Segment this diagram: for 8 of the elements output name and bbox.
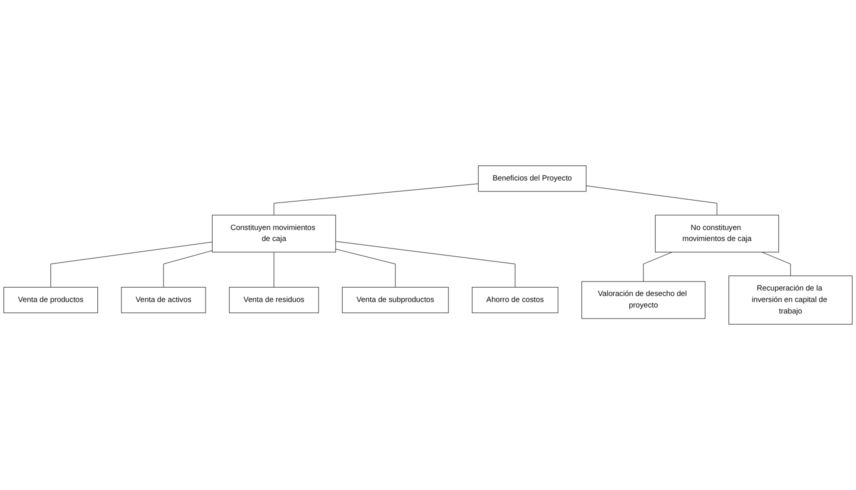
connector: [274, 183, 479, 216]
connector: [586, 186, 718, 216]
connector: [335, 248, 396, 288]
connector: [50, 242, 212, 288]
connector: [762, 252, 791, 276]
connector: [643, 252, 672, 282]
connector: [163, 250, 212, 288]
connector: [335, 241, 516, 288]
